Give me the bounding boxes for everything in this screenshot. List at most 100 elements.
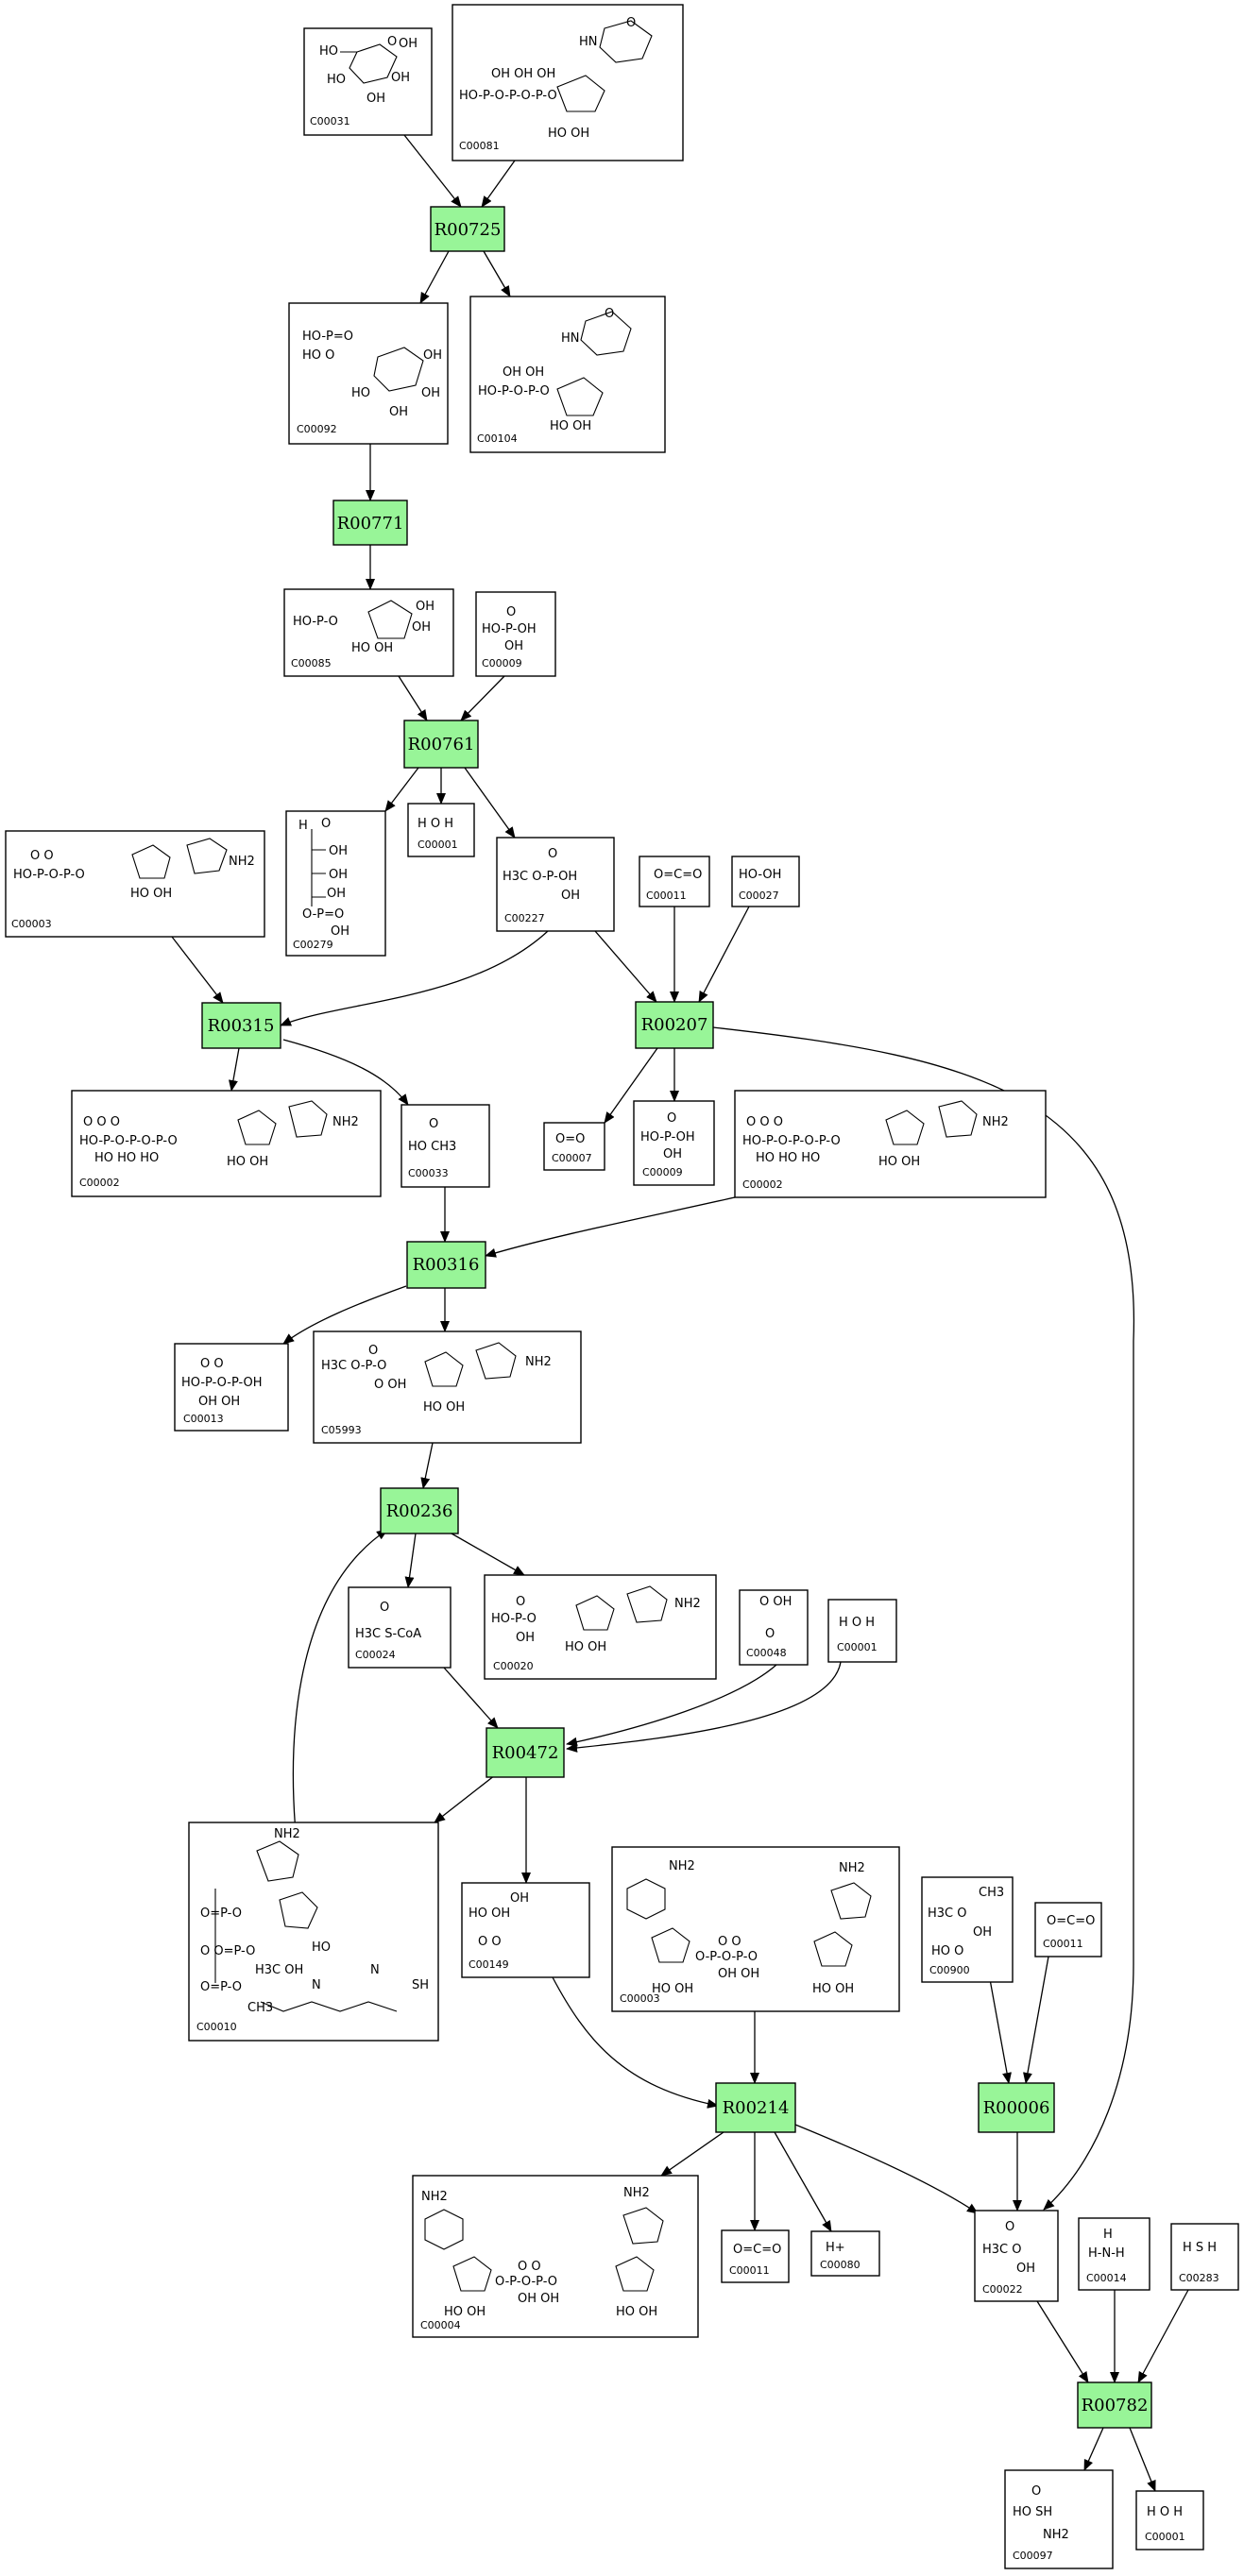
reaction-label: R00006	[983, 2098, 1050, 2118]
compound-c00007[interactable]: O=O C00007	[543, 1122, 605, 1171]
edge-r00782-c00097	[1083, 2427, 1104, 2471]
structure-c05993	[424, 1342, 517, 1387]
compound-formula: H O H	[418, 817, 453, 831]
compound-c00085[interactable]: HO-P-O OH OH HO OH C00085	[283, 588, 454, 677]
compound-formula: OH	[663, 1147, 682, 1161]
compound-id: C00149	[469, 1958, 509, 1971]
edge-r00207-c00007	[604, 1047, 658, 1124]
edge-c00081-r00725	[481, 160, 516, 208]
compound-c00031[interactable]: HO O OH HO OH OH C00031	[303, 27, 433, 136]
compound-formula: HN	[579, 35, 598, 49]
compound-formula: HO HO HO	[756, 1151, 820, 1165]
compound-formula: HO OH	[812, 1982, 854, 1996]
compound-c00048[interactable]: O OH O C00048	[739, 1589, 809, 1666]
reaction-r00316[interactable]: R00316	[406, 1241, 486, 1289]
compound-formula: O-P=O	[302, 907, 344, 922]
compound-formula: OH	[1016, 2262, 1035, 2276]
compound-id: C00900	[929, 1964, 970, 1976]
compound-formula: OH	[399, 37, 418, 51]
compound-c00013[interactable]: O O HO-P-O-P-OH OH OH C00013	[174, 1343, 289, 1432]
compound-c00002-2[interactable]: O O O HO-P-O-P-O-P-O HO HO HO NH2 HO OH …	[734, 1090, 1047, 1198]
compound-formula: H	[1103, 2228, 1113, 2242]
compound-c00097[interactable]: O HO SH NH2 C00097	[1004, 2469, 1114, 2569]
compound-c00149[interactable]: OH HO OH O O C00149	[461, 1882, 590, 1978]
compound-formula: HO OH	[469, 1907, 510, 1921]
compound-c00011-3[interactable]: O=C=O C00011	[721, 2229, 790, 2283]
structure-c00004	[424, 2207, 664, 2292]
reaction-r00236[interactable]: R00236	[380, 1487, 459, 1534]
compound-c00104[interactable]: O HN OH OH HO-P-O-P-O HO OH C00104	[469, 296, 666, 453]
compound-c00279[interactable]: H O OH OH OH O-P=O OH C00279	[285, 810, 386, 957]
compound-c00014[interactable]: H H-N-H C00014	[1078, 2217, 1150, 2291]
compound-formula: OH	[561, 889, 580, 903]
compound-formula: H S H	[1183, 2241, 1217, 2255]
compound-formula: HO-OH	[739, 868, 781, 882]
compound-formula: H3C O-P-OH	[503, 870, 577, 884]
compound-formula: H3C O-P-O	[321, 1359, 386, 1373]
compound-c00227[interactable]: O H3C O-P-OH OH C00227	[496, 837, 615, 932]
reaction-r00771[interactable]: R00771	[332, 500, 408, 546]
compound-id: C00033	[408, 1167, 449, 1179]
compound-formula: OH	[391, 71, 410, 85]
compound-formula: O-P-O-P-O	[695, 1950, 758, 1964]
compound-formula: H3C OH	[255, 1963, 303, 1977]
compound-formula: OH	[329, 868, 348, 882]
compound-c00900[interactable]: CH3 H3C O OH HO O C00900	[921, 1876, 1014, 1983]
compound-formula: HO CH3	[408, 1140, 456, 1154]
compound-formula: HO-P-O-P-O-P-O	[459, 89, 557, 103]
compound-formula: HO-P-OH	[640, 1130, 695, 1144]
compound-c00033[interactable]: O HO CH3 C00033	[400, 1104, 490, 1188]
reaction-label: R00214	[723, 2098, 790, 2118]
compound-c00001-2[interactable]: H O H C00001	[827, 1599, 897, 1663]
compound-c00003-1[interactable]: O O HO-P-O-P-O NH2 HO OH C00003	[5, 830, 265, 938]
compound-c00001-1[interactable]: H O H C00001	[407, 803, 475, 857]
compound-formula: OH	[510, 1891, 529, 1906]
compound-c00010[interactable]: NH2 O=P-O O O=P-O HO H3C OH O=P-O N N SH…	[188, 1822, 439, 2042]
reaction-r00315[interactable]: R00315	[201, 1002, 281, 1049]
compound-c00080[interactable]: H+ C00080	[810, 2230, 880, 2277]
compound-c00009-2[interactable]: O HO-P-OH OH C00009	[633, 1100, 715, 1186]
reaction-r00782[interactable]: R00782	[1077, 2381, 1152, 2429]
structure-c00092	[373, 347, 424, 392]
compound-id: C00013	[183, 1413, 224, 1425]
compound-c00081[interactable]: O HN OH OH OH HO-P-O-P-O-P-O HO OH C0008…	[452, 4, 684, 161]
reaction-r00006[interactable]: R00006	[978, 2082, 1055, 2133]
compound-formula: N	[312, 1978, 321, 1992]
compound-c00011-2[interactable]: O=C=O C00011	[1034, 1902, 1102, 1957]
structure-c00020	[575, 1585, 668, 1631]
compound-c00011-1[interactable]: O=C=O C00011	[639, 856, 710, 907]
reaction-r00725[interactable]: R00725	[430, 206, 505, 252]
compound-c00009-1[interactable]: O HO-P-OH OH C00009	[475, 591, 556, 677]
compound-id: C00080	[820, 2259, 861, 2271]
compound-formula: CH3	[247, 2001, 273, 2015]
compound-c00024[interactable]: O H3C S-CoA C00024	[348, 1586, 452, 1669]
compound-c00020[interactable]: O HO-P-O OH NH2 HO OH C00020	[484, 1574, 717, 1680]
compound-formula: HO-P-O-P-OH	[181, 1376, 263, 1390]
compound-formula: O=O	[555, 1132, 585, 1146]
compound-c00092[interactable]: HO-P=O HO O OH HO OH OH C00092	[288, 302, 449, 445]
reaction-label: R00315	[208, 1016, 275, 1036]
compound-formula: N	[370, 1963, 380, 1977]
reaction-r00472[interactable]: R00472	[486, 1727, 565, 1778]
edge-c00085-r00761	[398, 675, 428, 721]
compound-c05993[interactable]: O H3C O-P-O O OH NH2 HO OH C05993	[313, 1330, 582, 1444]
reaction-r00207[interactable]: R00207	[635, 1001, 714, 1049]
compound-formula: O	[667, 1111, 676, 1126]
compound-formula: O	[1031, 2484, 1041, 2499]
compound-c00027[interactable]: HO-OH C00027	[731, 856, 800, 907]
compound-formula: OH	[331, 924, 349, 939]
compound-c00003-2[interactable]: NH2 NH2 O O O-P-O-P-O OH OH HO OH HO OH …	[611, 1846, 900, 2012]
reaction-r00214[interactable]: R00214	[715, 2082, 796, 2133]
compound-formula: H+	[826, 2241, 845, 2255]
edge-r00761-c00279	[384, 767, 419, 812]
compound-c00004[interactable]: NH2 NH2 O O O-P-O-P-O OH OH HO OH HO OH …	[412, 2175, 699, 2338]
compound-c00001-3[interactable]: H O H C00001	[1135, 2490, 1204, 2551]
compound-id: C05993	[321, 1424, 362, 1436]
compound-c00283[interactable]: H S H C00283	[1170, 2223, 1239, 2291]
compound-formula: OH	[366, 92, 385, 106]
edge-c00010-r00236	[292, 1529, 388, 1854]
reaction-r00761[interactable]: R00761	[403, 720, 479, 769]
compound-c00022[interactable]: O H3C O OH C00022	[974, 2210, 1059, 2302]
compound-id: C00097	[1013, 2550, 1053, 2562]
compound-c00002-1[interactable]: O O O HO-P-O-P-O-P-O HO HO HO NH2 HO OH …	[71, 1090, 382, 1197]
